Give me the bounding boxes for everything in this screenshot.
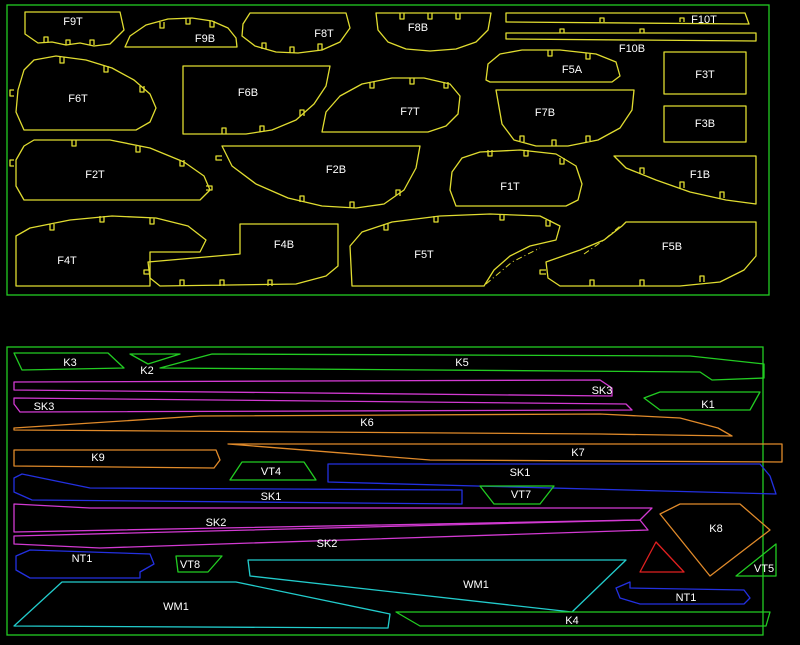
part-label: F6T xyxy=(68,93,88,105)
part-f5b[interactable]: F5B xyxy=(539,221,757,287)
former-sheet-border xyxy=(6,4,770,296)
stick-sheet-border xyxy=(6,346,764,636)
part-k9[interactable]: K9 xyxy=(13,449,221,469)
part-vt4[interactable]: VT4 xyxy=(229,461,317,481)
part-f10t[interactable]: F10T xyxy=(505,12,750,26)
part-label: F2T xyxy=(85,169,105,181)
part-f2t[interactable]: F2T xyxy=(9,139,213,201)
part-label: VT8 xyxy=(180,559,200,571)
part-label: K7 xyxy=(571,447,584,459)
part-label: F4T xyxy=(57,255,77,267)
part-label: WM1 xyxy=(163,601,189,613)
part-label: SK3 xyxy=(34,401,55,413)
part-label: F10B xyxy=(619,43,645,55)
part-nt1-left[interactable]: NT1 xyxy=(15,549,155,579)
part-label: F9T xyxy=(63,16,83,28)
part-k6[interactable]: K6 xyxy=(13,413,733,437)
part-label: WM1 xyxy=(463,579,489,591)
part-k2[interactable]: K2 xyxy=(129,353,181,377)
part-f5t[interactable]: F5T xyxy=(349,213,561,287)
part-vt7[interactable]: VT7 xyxy=(479,485,555,505)
part-label: SK2 xyxy=(317,538,338,550)
part-f6t[interactable]: F6T xyxy=(9,55,157,131)
part-label: F7T xyxy=(400,106,420,118)
part-label: SK2 xyxy=(206,517,227,529)
part-label: K1 xyxy=(701,399,714,411)
part-label: NT1 xyxy=(676,592,697,604)
part-label: F6B xyxy=(238,87,258,99)
part-k1[interactable]: K1 xyxy=(643,391,761,411)
part-f10b[interactable]: F10B xyxy=(505,28,757,55)
part-label: F8T xyxy=(314,28,334,40)
part-label: F3T xyxy=(695,69,715,81)
part-sk2-upper[interactable]: SK2 xyxy=(13,503,653,533)
part-f8t[interactable]: F8T xyxy=(241,12,351,54)
part-f5a[interactable]: F5A xyxy=(485,49,621,83)
part-label: K2 xyxy=(140,365,153,377)
part-f4b[interactable]: F4B xyxy=(143,223,339,287)
part-sk2-lower[interactable]: SK2 xyxy=(13,519,649,550)
part-label: NT1 xyxy=(72,553,93,565)
part-label: F3B xyxy=(695,118,715,130)
part-sk1-left[interactable]: SK1 xyxy=(13,473,463,505)
part-label: K4 xyxy=(565,615,578,627)
part-label: VT7 xyxy=(511,489,531,501)
part-label: F4B xyxy=(274,239,294,251)
part-k3[interactable]: K3 xyxy=(13,352,125,371)
part-k8[interactable]: K8 xyxy=(659,503,771,577)
part-label: F9B xyxy=(195,33,215,45)
part-label: K9 xyxy=(91,452,104,464)
stick-parts: K3 K2 K5 SK3 SK3 K1 K6 xyxy=(13,352,783,629)
part-label: F2B xyxy=(326,164,346,176)
part-f7t[interactable]: F7T xyxy=(321,77,461,133)
part-f4t[interactable]: F4T xyxy=(15,215,207,287)
part-wm1-lower[interactable]: WM1 xyxy=(13,581,391,629)
part-sk3-lower[interactable]: SK3 xyxy=(13,397,633,413)
part-f8b[interactable]: F8B xyxy=(375,12,492,52)
part-vt8[interactable]: VT8 xyxy=(175,555,223,573)
part-label: K5 xyxy=(455,357,468,369)
part-f3b[interactable]: F3B xyxy=(663,105,747,143)
part-label: K8 xyxy=(709,523,722,535)
part-sk1-right[interactable]: SK1 xyxy=(327,463,777,495)
part-label: F1B xyxy=(690,169,710,181)
part-label: F5B xyxy=(662,241,682,253)
part-k5[interactable]: K5 xyxy=(159,353,765,381)
part-label: SK1 xyxy=(261,491,282,503)
part-label: F8B xyxy=(408,22,428,34)
part-label: K6 xyxy=(360,417,373,429)
part-k7[interactable]: K7 xyxy=(227,443,783,463)
part-f2b[interactable]: F2B xyxy=(215,145,421,209)
part-label: K3 xyxy=(63,357,76,369)
part-nt1-right[interactable]: NT1 xyxy=(615,581,751,605)
part-label: F7B xyxy=(535,107,555,119)
part-f7b[interactable]: F7B xyxy=(495,89,635,147)
part-label: F5T xyxy=(414,249,434,261)
part-f9b[interactable]: F9B xyxy=(124,17,238,48)
former-parts: F9T F9B F8T F8B F10T F10B xyxy=(9,11,757,287)
part-f3t[interactable]: F3T xyxy=(663,51,747,95)
part-label: SK3 xyxy=(592,385,613,397)
part-k4[interactable]: K4 xyxy=(395,611,771,627)
part-f6b[interactable]: F6B xyxy=(182,65,331,135)
part-vt5[interactable]: VT5 xyxy=(735,543,777,577)
part-f1t[interactable]: F1T xyxy=(449,149,583,207)
part-label: VT5 xyxy=(754,563,774,575)
part-label: F1T xyxy=(500,181,520,193)
part-f9t[interactable]: F9T xyxy=(24,11,125,47)
part-label: F10T xyxy=(691,14,717,26)
part-f1b[interactable]: F1B xyxy=(613,155,757,205)
part-label: VT4 xyxy=(261,466,281,478)
part-wm1-upper[interactable]: WM1 xyxy=(247,559,627,613)
part-label: F5A xyxy=(562,64,583,76)
part-sk3-upper[interactable]: SK3 xyxy=(13,379,613,397)
part-label: SK1 xyxy=(510,467,531,479)
part-red-triangle[interactable] xyxy=(639,541,685,573)
